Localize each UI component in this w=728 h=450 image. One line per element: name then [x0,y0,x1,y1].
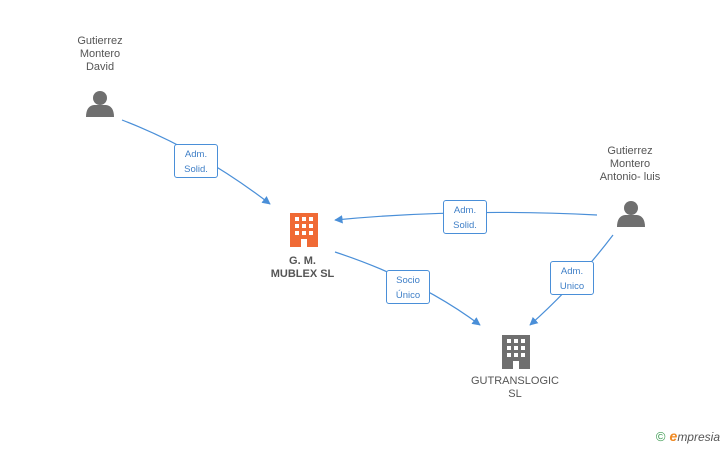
edge-label-antonio-gm: Adm. Solid. [443,200,487,234]
edge-label-david-gm: Adm. Solid. [174,144,218,178]
brand-logo-e: e [669,428,678,444]
person-icon[interactable] [617,201,645,227]
person-label-antonio[interactable]: Gutierrez Montero Antonio- luis [599,145,661,183]
company-label-gm-mublex[interactable]: G. M. MUBLEX SL [270,255,335,280]
company-label-gutranslogic[interactable]: GUTRANSLOGIC SL [470,375,559,400]
empresia-watermark: ©empresia [656,428,720,444]
edge-label-gm-gutranslogic: Socio Único [386,270,430,304]
brand-logo-text: mpresia [677,430,720,444]
copyright-symbol: © [655,429,666,444]
person-icon[interactable] [86,91,114,117]
edge-label-antonio-gutranslogic: Adm. Unico [550,261,594,295]
building-icon[interactable] [290,213,318,247]
person-label-david[interactable]: Gutierrez Montero David [77,35,123,73]
building-icon[interactable] [502,335,530,369]
